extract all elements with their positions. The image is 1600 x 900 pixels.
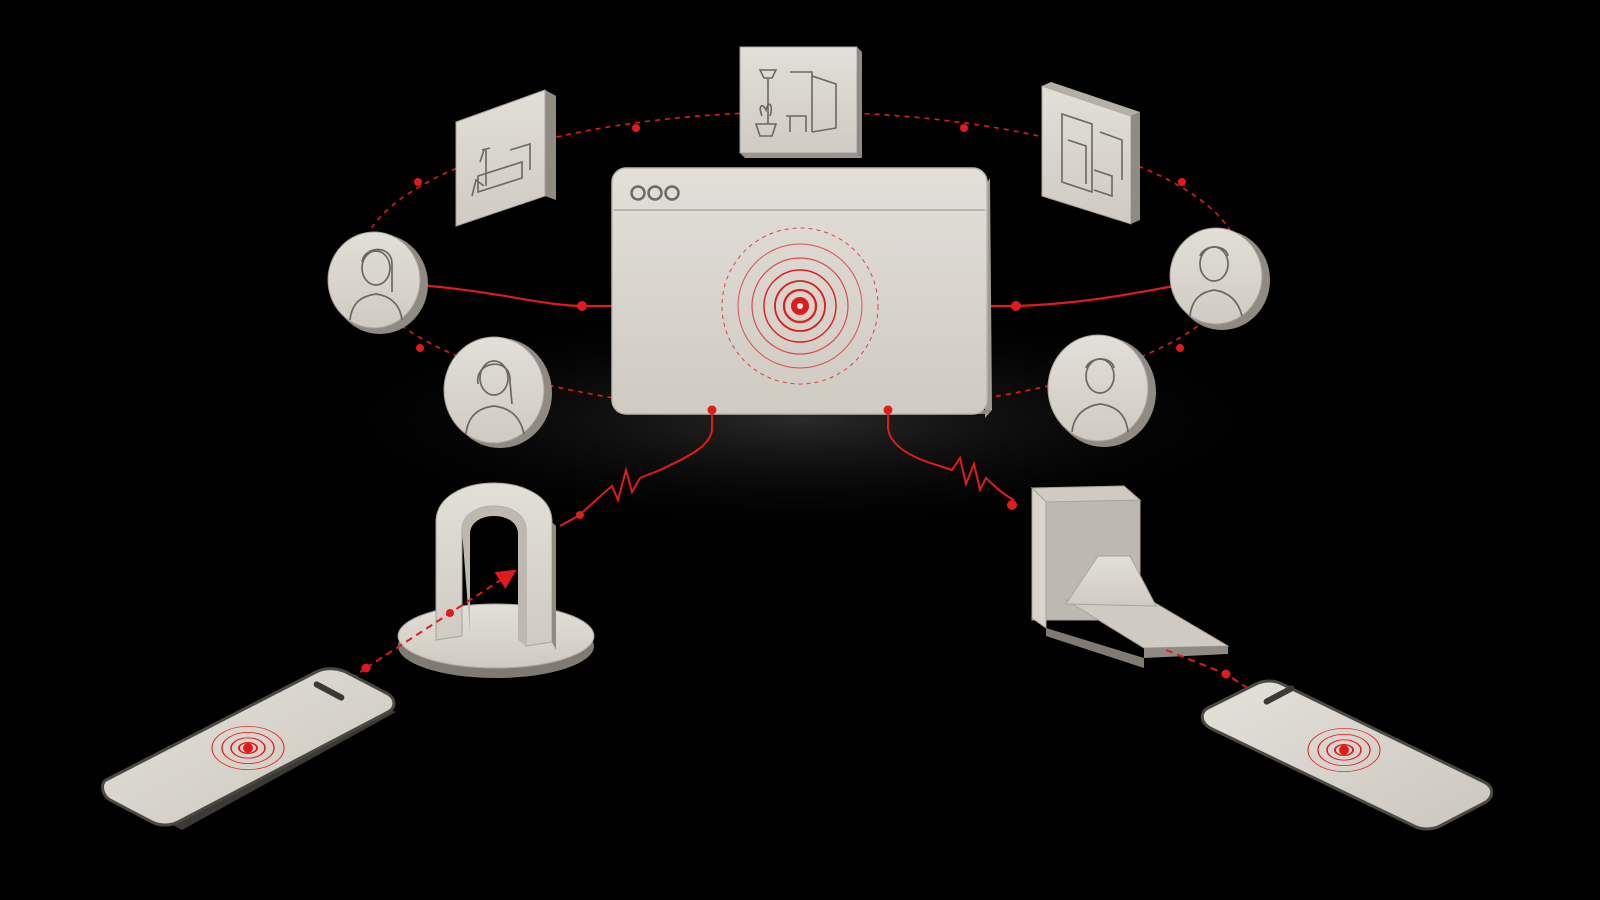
arch-gate-icon [397, 482, 595, 678]
link-node [707, 405, 717, 415]
target-pulse-icon [211, 726, 285, 770]
link-node [361, 663, 371, 673]
arrow-to-gate [365, 569, 517, 669]
browser-window-icon [611, 167, 992, 418]
link-hub-to-gate [559, 410, 713, 527]
room-interior-icon [471, 142, 531, 197]
link-node [1007, 500, 1017, 510]
person-coin-lower-right [1047, 334, 1156, 447]
smartphone-icon-right [1200, 679, 1494, 831]
person-coin-upper-left [327, 231, 428, 334]
link-hub-to-door [887, 410, 1015, 501]
open-box-door-icon [1030, 485, 1230, 668]
room-interior-icon [754, 69, 837, 137]
link-node [883, 405, 893, 415]
person-portrait-icon [1071, 358, 1129, 433]
link-node [576, 511, 584, 519]
person-portrait-icon [349, 248, 403, 321]
smartphone-icon-left [101, 667, 396, 830]
target-pulse-icon [721, 227, 879, 385]
person-portrait-icon [465, 360, 525, 435]
signal-node-left [577, 301, 587, 311]
person-portrait-icon [1189, 246, 1243, 317]
room-interior-icon [1061, 112, 1123, 198]
room-tile-center [739, 46, 862, 158]
person-coin-lower-left [443, 336, 552, 448]
target-pulse-icon [1307, 728, 1381, 772]
person-coin-upper-right [1169, 227, 1270, 330]
room-tile-right [1041, 82, 1140, 225]
orbit-nodes [414, 124, 1186, 352]
link-node [1221, 669, 1231, 679]
room-tile-left [455, 89, 556, 227]
link-node [446, 609, 454, 617]
signal-node-right [1011, 301, 1021, 311]
